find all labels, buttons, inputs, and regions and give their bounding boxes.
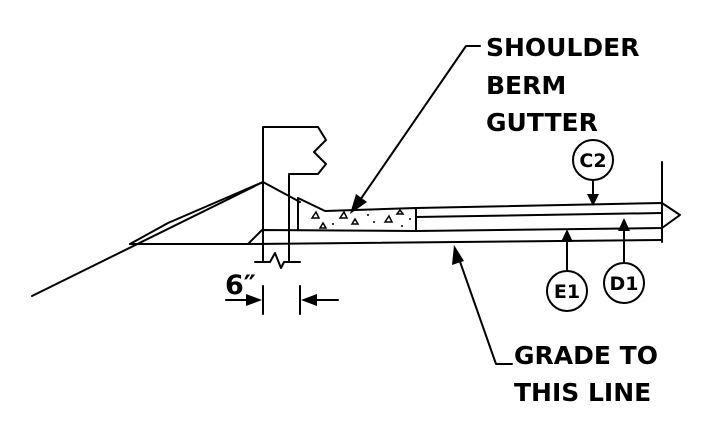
gutter-leader	[350, 45, 481, 214]
aggregate-marks	[310, 208, 411, 229]
label-grade-to: GRADE TO	[514, 341, 658, 370]
grade-leader	[452, 245, 513, 365]
callout-d1	[603, 218, 645, 304]
dimension-label: 6″	[225, 270, 256, 301]
callout-c2-label: C2	[579, 150, 606, 172]
callout-c2	[572, 139, 614, 206]
callout-e1-label: E1	[554, 281, 580, 303]
grade-line	[129, 239, 663, 245]
label-this-line: THIS LINE	[514, 378, 651, 407]
label-gutter: GUTTER	[486, 108, 598, 137]
ground-slope	[31, 181, 301, 297]
sign-post	[254, 126, 327, 269]
label-shoulder: SHOULDER	[486, 33, 640, 62]
dimension-6in	[225, 285, 339, 315]
gutter-and-pavement	[247, 161, 681, 245]
label-berm: BERM	[486, 71, 566, 100]
callout-d1-label: D1	[610, 273, 639, 295]
callout-e1	[546, 229, 588, 312]
